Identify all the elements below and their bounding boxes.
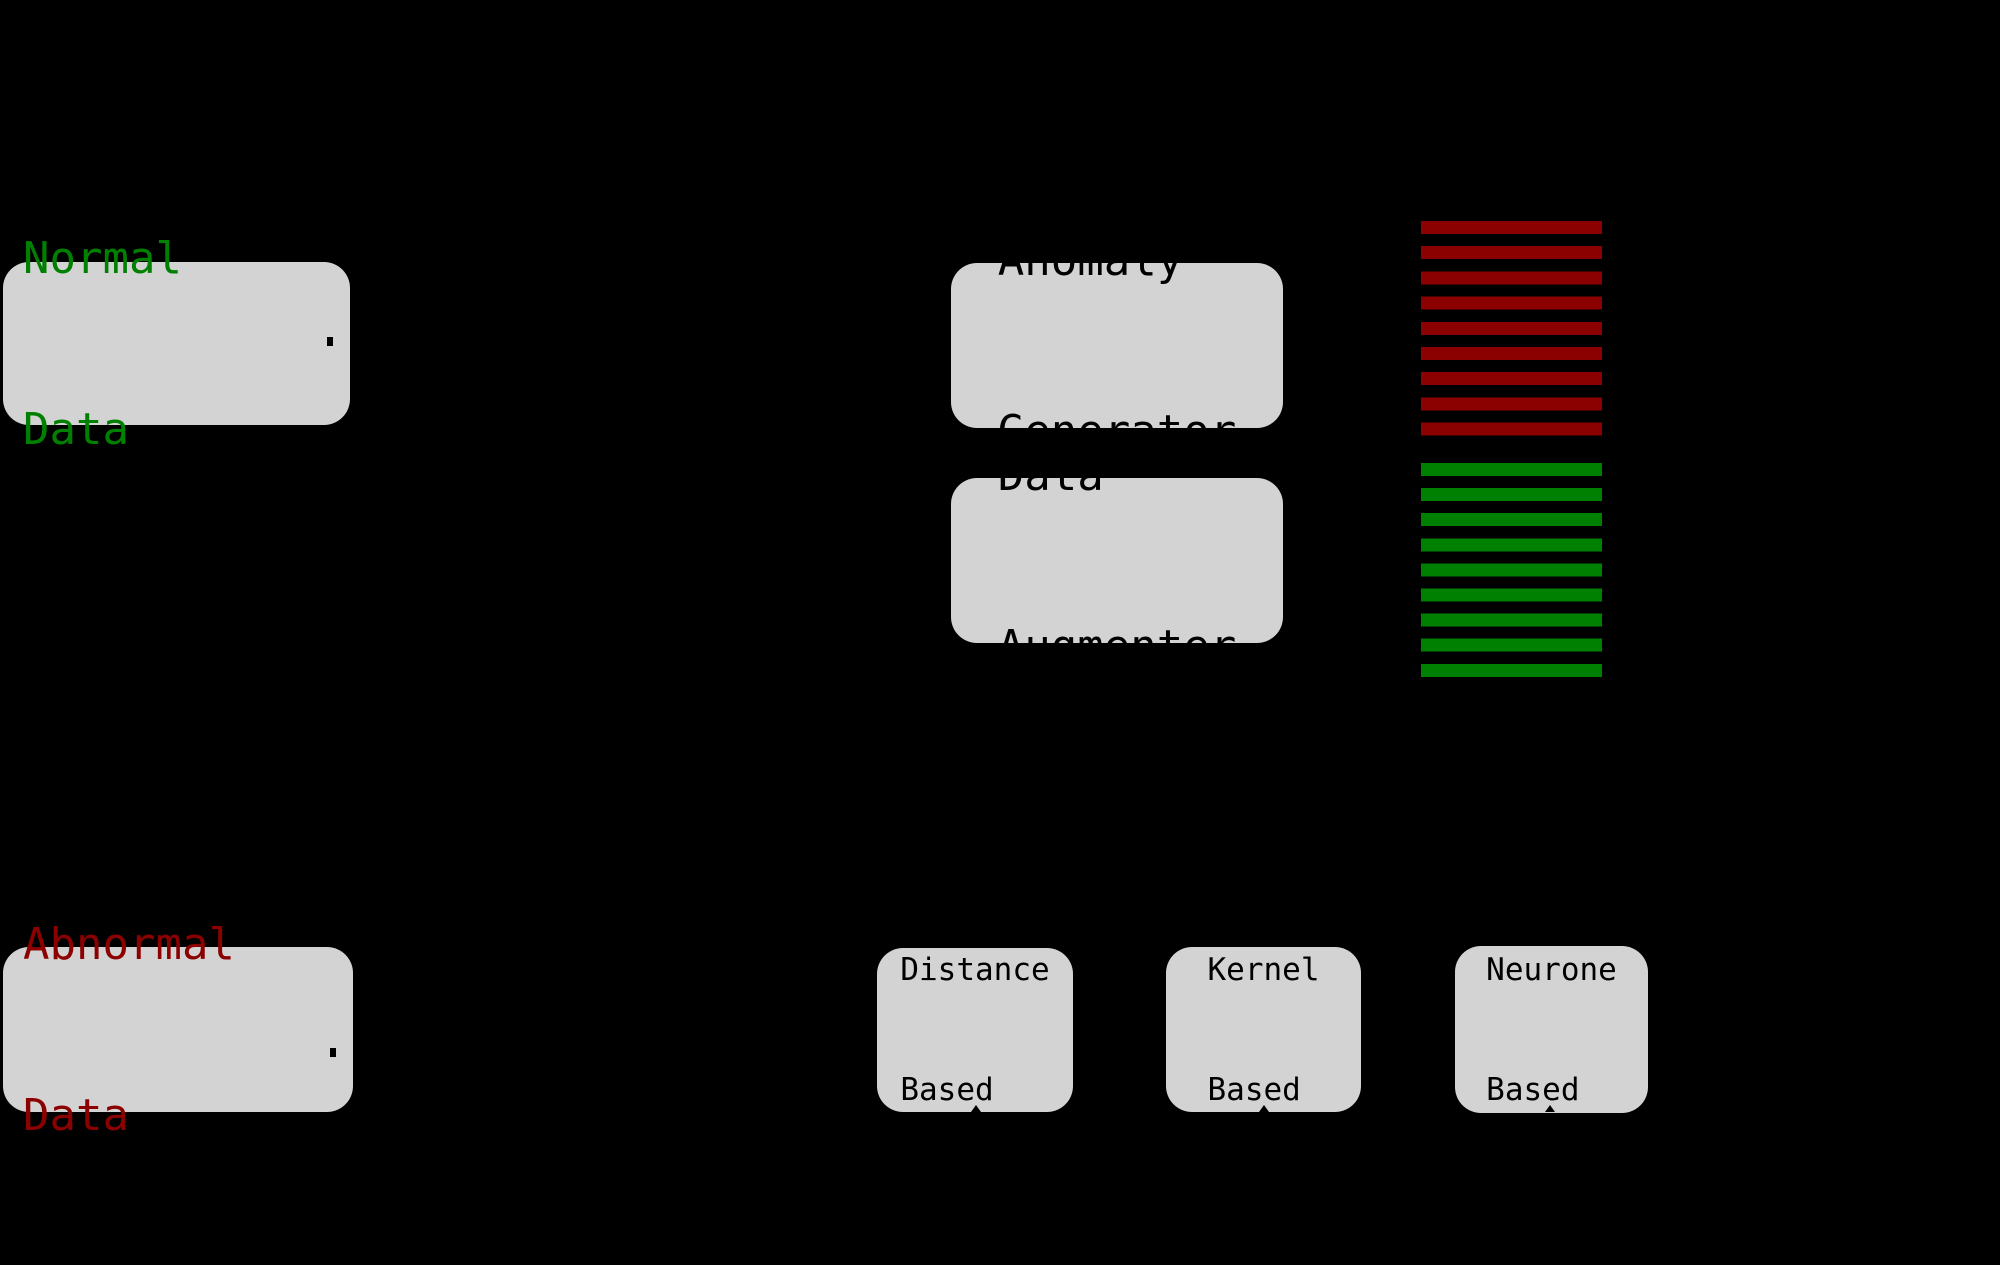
neurone-based-line2: Based: [1486, 1071, 1580, 1108]
kernel-based-label: Kernel Based: [1208, 870, 1320, 1190]
data-augmenter-line2: Augmenter: [997, 620, 1237, 672]
anomaly-generator-label: Anomaly Generator: [998, 118, 1236, 574]
distance-based-node: Distance Based: [877, 948, 1073, 1112]
arrowhead-tick: [1545, 1105, 1555, 1112]
distance-based-line1: Distance: [900, 952, 1050, 988]
data-augmenter-node: Data Augmenter: [951, 450, 1283, 672]
arrowhead-tick: [327, 337, 333, 346]
kernel-based-line1: Kernel: [1207, 951, 1320, 988]
normal-data-line1: Normal: [23, 232, 182, 284]
anomaly-generator-line1: Anomaly: [997, 234, 1184, 286]
arrowhead-tick: [971, 1105, 981, 1112]
neurone-based-label: Neurone Based: [1486, 870, 1617, 1190]
distance-based-label: Distance Based: [900, 870, 1049, 1190]
kernel-based-line2: Based: [1207, 1071, 1301, 1108]
abnormal-data-label: Abnormal Data: [23, 802, 235, 1258]
normal-data-label: Normal Data: [23, 116, 182, 572]
normal-data-line2: Data: [23, 403, 129, 455]
anomalous-data-stripes: [1421, 221, 1602, 436]
data-augmenter-label: Data Augmenter: [998, 333, 1236, 789]
data-augmenter-line1: Data: [997, 449, 1104, 501]
arrowhead-tick: [1259, 1105, 1269, 1112]
neurone-based-node: Neurone Based: [1455, 946, 1648, 1113]
anomaly-generator-node: Anomaly Generator: [951, 235, 1283, 457]
arrowhead-tick: [330, 1048, 336, 1057]
augmented-normal-data-stripes: [1421, 463, 1602, 677]
anomaly-generator-line2: Generator: [997, 405, 1237, 457]
kernel-based-node: Kernel Based: [1166, 947, 1361, 1112]
abnormal-data-line1: Abnormal: [23, 918, 235, 970]
normal-data-node: Normal Data: [3, 233, 350, 455]
abnormal-data-line2: Data: [23, 1089, 129, 1141]
distance-based-line2: Based: [900, 1072, 994, 1108]
abnormal-data-node: Abnormal Data: [3, 919, 353, 1141]
neurone-based-line1: Neurone: [1486, 951, 1617, 988]
